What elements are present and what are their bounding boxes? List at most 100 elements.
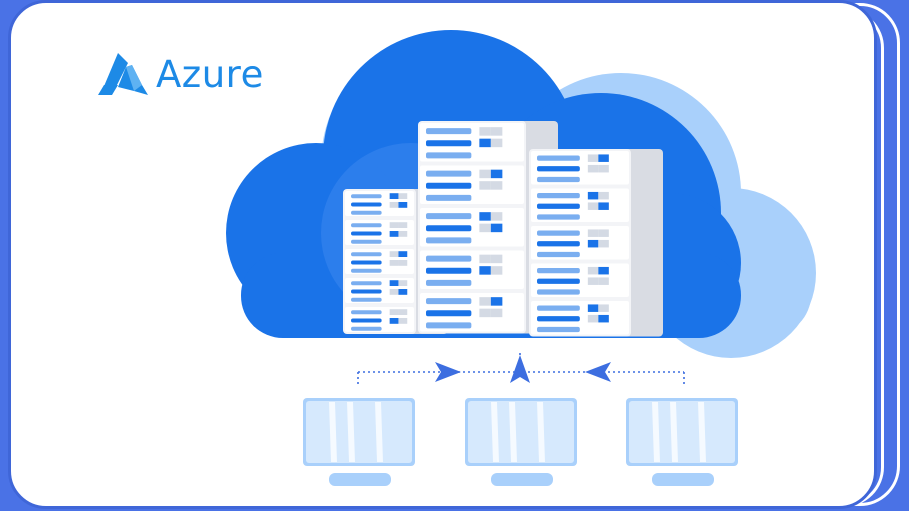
server-unit — [420, 208, 524, 247]
server-unit — [531, 188, 629, 222]
server-indicator-bar — [351, 260, 382, 265]
server-unit — [345, 278, 414, 303]
server-indicator-bar — [426, 213, 472, 220]
server-status-light — [490, 223, 503, 233]
arrow-right-icon — [435, 362, 461, 382]
server-indicator-bar — [426, 298, 472, 305]
server-status-light — [598, 239, 609, 248]
server-indicator-bar — [537, 241, 580, 247]
server-status-light — [398, 280, 408, 287]
server-status-light — [598, 154, 609, 162]
server-status-light — [389, 289, 399, 295]
server-unit — [420, 250, 524, 289]
server-status-light — [389, 193, 399, 200]
server-indicator-bar — [426, 237, 472, 244]
screen-glare — [329, 402, 337, 462]
client-monitor — [303, 398, 415, 486]
server-indicator-bar — [537, 289, 580, 295]
server-indicator-bar — [537, 176, 580, 183]
server-indicator-bar — [351, 223, 382, 228]
server-status-light — [598, 277, 609, 285]
server-indicator-bar — [426, 310, 472, 317]
server-status-light — [479, 138, 491, 148]
server-unit — [345, 249, 414, 274]
server-indicator-bar — [351, 210, 382, 215]
server-indicator-bar — [351, 202, 382, 207]
server-indicator-bar — [537, 166, 580, 172]
server-status-light — [598, 314, 609, 323]
server-status-light — [398, 251, 408, 258]
server-unit — [420, 293, 524, 332]
server-indicator-bar — [351, 194, 382, 199]
server-status-light — [587, 266, 599, 275]
server-status-light — [479, 266, 491, 275]
server-status-light — [398, 289, 408, 295]
server-indicator-bar — [351, 252, 382, 257]
screen-glare — [652, 402, 660, 462]
server-status-light — [398, 222, 408, 229]
server-status-light — [598, 304, 609, 312]
server-indicator-bar — [426, 128, 472, 135]
server-status-light — [587, 304, 599, 312]
server-indicator-bar — [351, 318, 382, 323]
screen-glare — [509, 402, 517, 462]
server-unit — [531, 226, 629, 260]
server-indicator-bar — [426, 152, 472, 159]
server-indicator-bar — [537, 326, 580, 333]
server-status-light — [389, 309, 399, 316]
server-indicator-bar — [426, 267, 472, 274]
server-indicator-bar — [537, 278, 580, 284]
server-status-light — [479, 297, 491, 306]
client-monitor — [465, 398, 577, 486]
server-indicator-bar — [426, 140, 472, 147]
screen-glare — [491, 402, 499, 462]
server-status-light — [587, 314, 599, 323]
monitor-stand — [491, 473, 553, 486]
server-unit — [531, 263, 629, 297]
server-status-light — [598, 266, 609, 275]
server-status-light — [490, 169, 503, 179]
server-unit — [345, 220, 414, 245]
server-rack — [418, 121, 558, 334]
client-monitor — [626, 398, 738, 486]
azure-logo-icon — [98, 53, 148, 95]
server-status-light — [598, 191, 609, 200]
server-status-light — [490, 254, 503, 264]
server-status-light — [398, 193, 408, 200]
server-indicator-bar — [537, 305, 580, 311]
server-status-light — [398, 309, 408, 316]
server-indicator-bar — [537, 203, 580, 209]
server-indicator-bar — [537, 214, 580, 220]
server-status-light — [587, 191, 599, 200]
server-status-light — [490, 297, 503, 306]
server-status-light — [389, 202, 399, 208]
server-indicator-bar — [426, 194, 472, 201]
server-status-light — [479, 223, 491, 233]
monitor-screen — [468, 401, 574, 463]
server-unit — [531, 301, 629, 335]
server-status-light — [587, 229, 599, 237]
server-indicator-bar — [426, 255, 472, 262]
monitor-stand — [329, 473, 391, 486]
server-status-light — [389, 251, 399, 258]
server-status-light — [598, 229, 609, 237]
server-indicator-bar — [537, 230, 580, 236]
server-status-light — [490, 127, 503, 136]
server-status-light — [398, 231, 408, 237]
server-status-light — [490, 212, 503, 221]
server-indicator-bar — [537, 267, 580, 274]
azure-logo: Azure — [96, 51, 264, 97]
server-status-light — [490, 308, 503, 318]
monitor-screen — [629, 401, 735, 463]
server-status-light — [479, 181, 491, 190]
server-indicator-bar — [351, 231, 382, 236]
monitor-stand — [652, 473, 714, 486]
cloud-illustration — [226, 30, 816, 486]
server-status-light — [587, 164, 599, 173]
server-unit — [345, 307, 414, 332]
brand-name: Azure — [156, 52, 264, 96]
server-indicator-bar — [426, 170, 472, 177]
screen-glare — [347, 402, 355, 462]
server-status-light — [479, 212, 491, 221]
server-indicator-bar — [351, 289, 382, 294]
